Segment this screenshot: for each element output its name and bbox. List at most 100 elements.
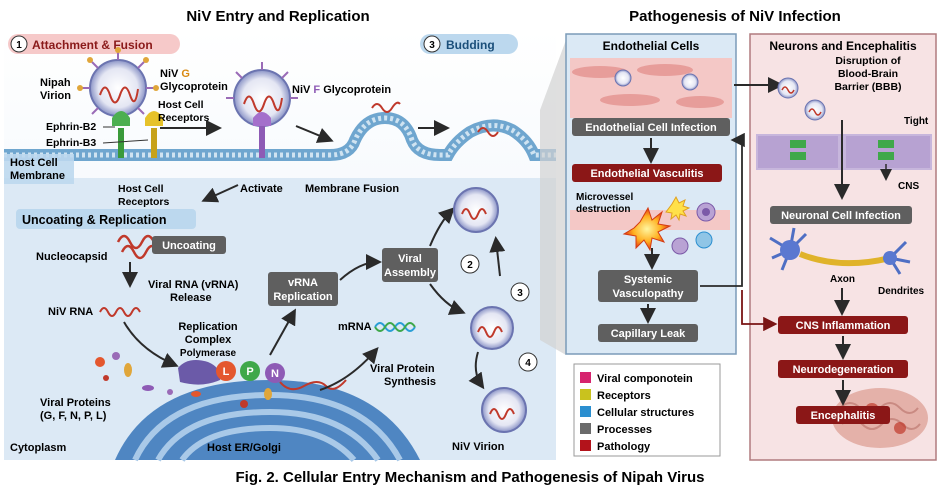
arrow-to-complex — [123, 321, 179, 368]
uncoating-box — [152, 236, 226, 254]
host-receptors-top-1: Host Cell — [158, 99, 204, 111]
systemic-box — [598, 270, 698, 302]
replication-header: Uncoating & Replication — [22, 213, 166, 227]
step1-label: Attachment & Fusion — [32, 38, 153, 52]
ephrin-b3-pointer — [102, 139, 149, 144]
arrow-virion-up — [489, 236, 506, 277]
arrow-to-inflammation — [741, 290, 778, 332]
arrow-to-fusion — [295, 125, 334, 143]
microvessel-label-1: Microvessel — [576, 192, 633, 203]
arrow-assembly-up — [429, 207, 455, 247]
neuronal-infection-label: Neuronal Cell Infection — [781, 210, 901, 222]
l-label: L — [223, 366, 230, 378]
l-protein-icon — [216, 361, 236, 381]
n-protein-icon — [265, 363, 285, 383]
host-receptors-bottom-1: Host Cell — [118, 183, 164, 195]
step2-num: 2 — [467, 260, 473, 271]
p-protein-icon — [240, 361, 260, 381]
viral-assembly-box — [382, 248, 438, 282]
step1-pill — [8, 34, 180, 54]
protein-synthesis-1: Viral Protein — [370, 363, 435, 375]
vasculitis-label: Endothelial Vasculitis — [590, 168, 703, 180]
step2-badge — [460, 254, 480, 274]
neuronal-infection-box — [770, 206, 912, 224]
viral-assembly-2: Assembly — [384, 267, 437, 279]
legend-label: Viral componotein — [597, 373, 693, 385]
released-virion-icon — [481, 387, 527, 433]
step1-num: 1 — [16, 40, 22, 51]
host-er-label: Host ER/Golgi — [207, 442, 281, 454]
axon-label: Axon — [830, 274, 855, 285]
mrna-icon-2 — [374, 322, 416, 332]
vrna-release-2: Release — [170, 292, 212, 304]
nipah-virion-label-2: Virion — [40, 90, 71, 102]
bbb-virions-icon — [777, 77, 826, 121]
endothelial-title: Endothelial Cells — [603, 39, 700, 53]
systemic-label-1: Systemic — [624, 274, 672, 286]
neurodegeneration-box — [778, 360, 908, 378]
p-label: P — [246, 366, 253, 378]
feedback-arrow — [700, 132, 745, 287]
n-label: N — [271, 368, 279, 380]
ephrin-b2-receptor-icon — [112, 111, 130, 158]
assembled-virion-icon — [470, 306, 514, 350]
endothelial-infection-label: Endothelial Cell Infection — [585, 122, 717, 134]
step3-pill — [420, 34, 518, 54]
nipah-virion-icon — [77, 47, 159, 117]
legend-label: Cellular structures — [597, 407, 694, 419]
vrna-replication-2: Replication — [273, 291, 333, 303]
arrow-to-assembly — [339, 254, 382, 281]
viral-proteins-label-2: (G, F, N, P, L) — [40, 410, 107, 422]
capillary-leak-box — [598, 324, 698, 342]
cns-inflammation-box — [778, 316, 908, 334]
template-rna-icon — [279, 379, 347, 391]
legend-swatch — [580, 406, 591, 417]
fusion-rna-icon — [371, 101, 401, 113]
vrna-replication-1: vRNA — [288, 277, 318, 289]
membrane-fusion-label: Membrane Fusion — [305, 183, 399, 195]
step3-label: Budding — [446, 38, 495, 52]
membrane-label-bg — [4, 154, 74, 184]
ephrin-b2-label: Ephrin-B2 — [46, 121, 96, 133]
replication-complex-2: Complex — [185, 334, 232, 346]
endothelial-infection-box — [572, 118, 730, 136]
replication-complex-1: Replication — [178, 321, 238, 333]
nucleocapsid-label: Nucleocapsid — [36, 251, 108, 263]
polymerase-label: Polymerase — [180, 348, 237, 359]
ephrin-b3-label: Ephrin-B3 — [46, 137, 96, 149]
niv-g-label-2: Glycoprotein — [160, 81, 228, 93]
vrna-release-1: Viral RNA (vRNA) — [148, 279, 239, 291]
microvessel-destruction-icon — [570, 195, 730, 255]
systemic-label-2: Vasculopathy — [613, 288, 685, 300]
viral-assembly-1: Viral — [398, 253, 422, 265]
niv-rna-label: NiV RNA — [48, 306, 93, 318]
zoom-wedge — [540, 40, 566, 355]
virion-attached-icon — [226, 62, 298, 158]
bbb-label-3: Barrier (BBB) — [834, 81, 901, 93]
nipah-virion-label-1: Nipah — [40, 77, 71, 89]
niv-g-label: NiV G — [160, 68, 190, 80]
neurons-title: Neurons and Encephalitis — [769, 39, 917, 53]
bbb-label-1: Disruption of — [835, 55, 901, 67]
uncoating-label: Uncoating — [162, 240, 216, 252]
niv-virion-label: NiV Virion — [452, 441, 505, 453]
legend-swatch — [580, 389, 591, 400]
vasculitis-box — [572, 164, 722, 182]
step3-badge-b — [510, 282, 530, 302]
niv-f-label: NiV F Glycoprotein — [292, 84, 391, 96]
microvessel-label-2: destruction — [576, 204, 630, 215]
arrow-to-vrna-rep — [269, 308, 296, 356]
legend-swatch — [580, 440, 591, 451]
mrna-label: mRNA — [338, 321, 372, 333]
right-title: Pathogenesis of NiV Infection — [629, 8, 841, 25]
encephalitis-label: Encephalitis — [811, 410, 876, 422]
step4-num: 4 — [525, 358, 531, 369]
replication-header-bg — [16, 209, 196, 229]
neuron-icon — [769, 227, 911, 275]
activate-label: Activate — [240, 183, 283, 195]
host-membrane — [4, 111, 556, 161]
polymerase-icon — [178, 360, 221, 385]
budding-virion-icon — [453, 187, 499, 233]
cytoplasm-label: Cytoplasm — [10, 442, 66, 454]
